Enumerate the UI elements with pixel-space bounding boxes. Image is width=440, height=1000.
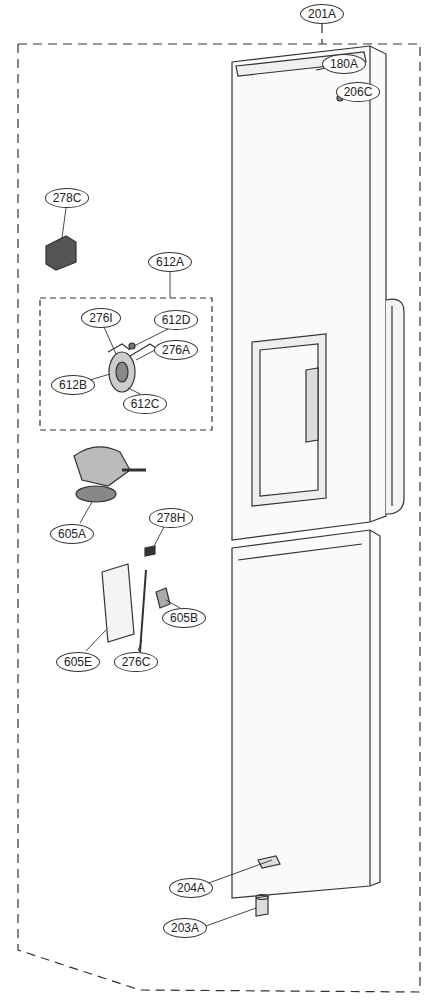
hinge-bracket: [258, 856, 280, 868]
part-276c: [140, 570, 146, 652]
callout-number: 180A: [322, 54, 366, 74]
callout-number: 201A: [300, 4, 344, 24]
leader-lines: [62, 68, 356, 926]
callout-number: 605E: [56, 652, 100, 672]
part-605a: [74, 447, 146, 502]
callout-number: 612D: [154, 310, 199, 330]
hinge-pin-top: [256, 895, 268, 900]
auger-assembly: [108, 343, 156, 392]
door-upper: [232, 46, 404, 540]
callout-number: 612A: [148, 252, 192, 272]
callout-number: 276A: [154, 340, 198, 360]
callout-number: 278H: [149, 508, 194, 528]
part-605b: [156, 588, 170, 608]
assembly-frame: [18, 24, 420, 992]
part-605e: [102, 564, 134, 642]
callout-number: 278C: [45, 188, 90, 208]
callout-number: 276C: [114, 652, 159, 672]
part-278c: [46, 236, 76, 270]
callout-number: 206C: [336, 82, 381, 102]
callout-number: 605B: [162, 608, 206, 628]
callout-number: 276I: [81, 308, 120, 328]
callout-number: 612C: [123, 394, 168, 414]
group-frame: [40, 298, 212, 430]
callout-number: 605A: [50, 524, 94, 544]
callout-number: 612B: [51, 375, 95, 395]
part-278h: [145, 546, 155, 556]
door-lower: [232, 530, 380, 898]
callout-number: 204A: [169, 878, 213, 898]
callout-number: 203A: [163, 918, 207, 938]
